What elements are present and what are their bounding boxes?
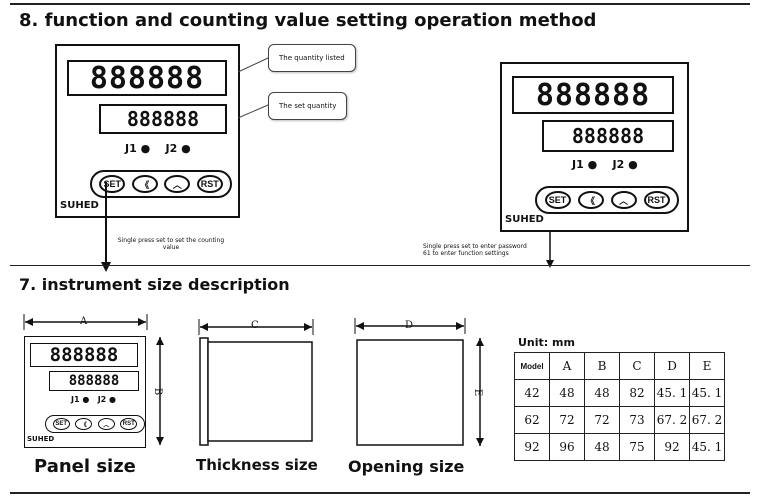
caption-panel-size: Panel size xyxy=(34,456,136,477)
j-indicators: J1 ● J2 ● xyxy=(125,142,191,155)
table-header-cell: D xyxy=(654,352,690,380)
table-cell: 48 xyxy=(584,433,620,461)
shift-button[interactable]: 《 xyxy=(131,175,158,193)
shift-button-small[interactable]: 《 xyxy=(75,418,93,430)
table-cell: 67. 2 xyxy=(689,406,725,434)
j2-label-small: J2 xyxy=(97,395,107,404)
meter-right: 888888 888888 J1 ● J2 ● SET 《 ︿ RST SUHE… xyxy=(500,62,689,232)
note-left: Single press set to set the counting val… xyxy=(117,237,225,251)
j1-led-icon-right: ● xyxy=(587,158,598,171)
table-cell: 62 xyxy=(514,406,550,434)
set-button-right[interactable]: SET xyxy=(544,191,571,209)
shift-button-right[interactable]: 《 xyxy=(577,191,604,209)
dim-e-label: E xyxy=(472,388,484,397)
up-button-right[interactable]: ︿ xyxy=(610,191,637,209)
table-header-cell: Model xyxy=(514,352,550,380)
dim-d-label: D xyxy=(405,320,414,331)
j2-led-icon-right: ● xyxy=(628,158,638,171)
j1-led-icon-small: ● xyxy=(82,395,90,404)
table-cell: 42 xyxy=(514,379,550,407)
table-cell: 75 xyxy=(619,433,655,461)
meter-small: 888888 888888 J1 ● J2 ● SET 《 ︿ RST SUHE… xyxy=(24,336,146,448)
meter-left: 888888 888888 J1 ● J2 ● SET 《 ︿ RST SUHE… xyxy=(55,44,240,218)
main-display-right: 888888 xyxy=(512,76,674,114)
size-table: Model A B C D E 42 48 48 82 45. 1 45. 1 … xyxy=(514,352,725,461)
j2-led-icon-small: ● xyxy=(109,395,117,404)
j1-label: J1 xyxy=(125,142,137,155)
dim-c-label: C xyxy=(251,320,259,331)
callout-set: The set quantity xyxy=(268,92,348,120)
table-cell: 82 xyxy=(619,379,655,407)
table-cell: 48 xyxy=(549,379,585,407)
j2-label-right: J2 xyxy=(612,158,625,171)
table-cell: 92 xyxy=(514,433,550,461)
caption-thickness-size: Thickness size xyxy=(196,456,318,474)
table-cell: 45. 1 xyxy=(689,433,725,461)
table-row: 62 72 72 73 67. 2 67. 2 xyxy=(514,406,725,434)
table-cell: 73 xyxy=(619,406,655,434)
bottom-rule xyxy=(10,492,750,494)
table-header-cell: B xyxy=(584,352,620,380)
j2-led-icon: ● xyxy=(181,142,191,155)
unit-label: Unit: mm xyxy=(518,336,575,349)
main-display-small: 888888 xyxy=(30,343,138,367)
j-indicators-right: J1 ● J2 ● xyxy=(572,158,638,171)
table-cell: 96 xyxy=(549,433,585,461)
button-bar: SET 《 ︿ RST xyxy=(90,170,232,198)
callout-quantity: The quantity listed xyxy=(268,44,356,72)
table-header-cell: C xyxy=(619,352,655,380)
caption-opening-size: Opening size xyxy=(348,457,465,476)
brand-label: SUHED xyxy=(60,200,99,211)
table-header-row: Model A B C D E xyxy=(514,352,725,380)
sub-display-small: 888888 xyxy=(49,371,139,391)
table-cell: 72 xyxy=(549,406,585,434)
table-header-cell: A xyxy=(549,352,585,380)
mid-rule xyxy=(10,265,750,266)
j1-led-icon: ● xyxy=(140,142,151,155)
j-indicators-small: J1 ● J2 ● xyxy=(71,395,116,404)
table-header-cell: E xyxy=(689,352,725,380)
note-right-line2: 61 to enter function settings xyxy=(423,250,509,257)
up-button-small[interactable]: ︿ xyxy=(97,418,115,430)
j1-label-small: J1 xyxy=(71,395,80,404)
note-right-line1: Single press set to enter password xyxy=(423,243,527,250)
table-cell: 92 xyxy=(654,433,690,461)
j2-label: J2 xyxy=(165,142,178,155)
set-button[interactable]: SET xyxy=(99,175,126,193)
up-button[interactable]: ︿ xyxy=(164,175,191,193)
set-button-small[interactable]: SET xyxy=(52,418,70,430)
section-7-title: 7. instrument size description xyxy=(19,275,290,294)
section-8-title: 8. function and counting value setting o… xyxy=(19,10,597,31)
brand-label-small: SUHED xyxy=(27,435,55,443)
rst-button-right[interactable]: RST xyxy=(643,191,670,209)
button-bar-right: SET 《 ︿ RST xyxy=(535,186,679,214)
rst-button[interactable]: RST xyxy=(196,175,223,193)
table-cell: 45. 1 xyxy=(689,379,725,407)
top-rule xyxy=(10,3,750,5)
table-cell: 67. 2 xyxy=(654,406,690,434)
button-bar-small: SET 《 ︿ RST xyxy=(45,415,145,433)
sub-display: 888888 xyxy=(99,104,227,134)
rst-button-small[interactable]: RST xyxy=(120,418,138,430)
dim-a-label: A xyxy=(80,316,88,327)
table-cell: 45. 1 xyxy=(654,379,690,407)
brand-label-right: SUHED xyxy=(505,214,544,225)
table-row: 92 96 48 75 92 45. 1 xyxy=(514,433,725,461)
note-right: Single press set to enter password 61 to… xyxy=(423,243,563,257)
table-cell: 48 xyxy=(584,379,620,407)
dim-b-label: B xyxy=(152,387,164,396)
sub-display-right: 888888 xyxy=(542,120,674,152)
table-cell: 72 xyxy=(584,406,620,434)
main-display: 888888 xyxy=(67,60,227,96)
table-row: 42 48 48 82 45. 1 45. 1 xyxy=(514,379,725,407)
j1-label-right: J1 xyxy=(572,158,584,171)
